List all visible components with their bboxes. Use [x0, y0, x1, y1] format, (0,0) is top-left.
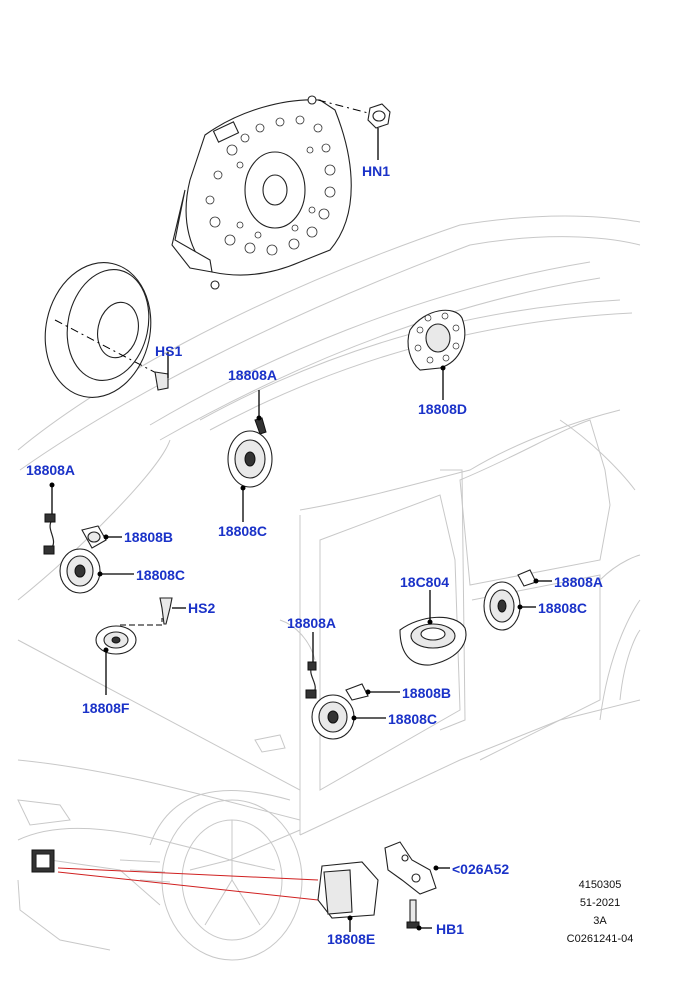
bracket-026A52 — [384, 841, 450, 931]
reference-number: 4150305 — [578, 879, 622, 891]
callout-18808c-door[interactable]: 18808C — [388, 711, 438, 727]
reference-revision: 3A — [593, 915, 607, 927]
callout-hn1[interactable]: HN1 — [362, 163, 391, 179]
speaker-18808D — [407, 309, 466, 400]
reference-block: 4150305 51-2021 3A C0261241-04 — [555, 876, 645, 948]
callout-18808c-roof[interactable]: 18808C — [218, 523, 268, 539]
callout-18808b-door[interactable]: 18808B — [402, 685, 452, 701]
callout-18808b-left[interactable]: 18808B — [124, 529, 174, 545]
callout-18808a-roof[interactable]: 18808A — [228, 367, 278, 383]
reference-drawing-code: C0261241-04 — [566, 933, 634, 945]
speaker-18C804 — [399, 590, 467, 666]
hn1-nut — [317, 99, 391, 160]
callout-18808c-left[interactable]: 18808C — [136, 567, 186, 583]
module-18808E-group — [31, 849, 379, 932]
callout-hs2[interactable]: HS2 — [188, 600, 216, 616]
callout-18808a-left[interactable]: 18808A — [26, 462, 76, 478]
callout-18808f[interactable]: 18808F — [82, 700, 130, 716]
callout-026a52[interactable]: <026A52 — [452, 861, 510, 877]
callout-18808a-door[interactable]: 18808A — [287, 615, 337, 631]
callout-18808a-rear[interactable]: 18808A — [554, 574, 604, 590]
speaker-rear-door-group — [483, 569, 552, 631]
speaker-left-front-group — [43, 482, 186, 695]
callout-18808c-rear[interactable]: 18808C — [538, 600, 588, 616]
callout-hb1[interactable]: HB1 — [436, 921, 465, 937]
callout-hs1[interactable]: HS1 — [155, 343, 183, 359]
speaker-front-door-exploded — [44, 262, 169, 398]
leader-lines — [167, 352, 244, 522]
speaker-basket-large — [171, 95, 352, 290]
speaker-door-group — [305, 632, 400, 740]
callout-18808d[interactable]: 18808D — [418, 401, 468, 417]
callout-18c804[interactable]: 18C804 — [400, 574, 450, 590]
speaker-roof-center — [227, 390, 273, 520]
callout-18808e[interactable]: 18808E — [327, 931, 376, 947]
reference-date: 51-2021 — [579, 897, 621, 909]
vehicle-outline — [17, 215, 641, 961]
